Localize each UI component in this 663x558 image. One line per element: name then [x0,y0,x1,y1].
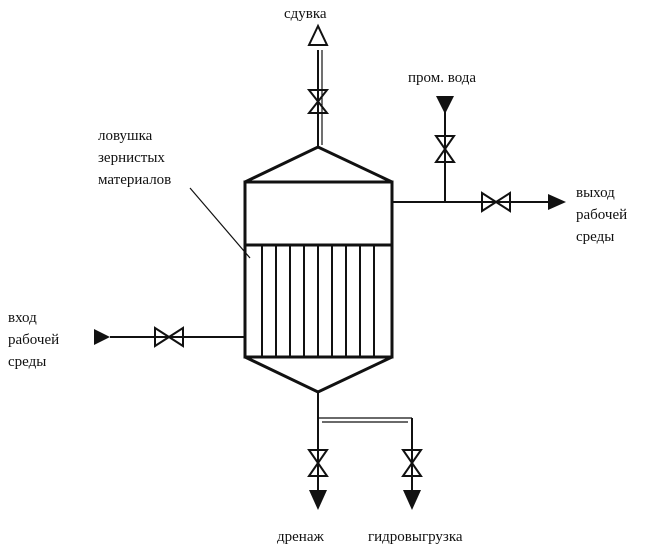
drain-arrow [309,490,327,510]
inlet-line [94,326,245,348]
hydro-unload-label: гидровыгрузка [368,529,463,545]
hydro-unload-valve [401,449,423,477]
vent-label: сдувка [284,6,327,22]
trap-label-line1: ловушка [98,128,153,144]
flush-water-label: пром. вода [408,70,476,86]
hydro-unload-arrow [403,490,421,510]
vessel-bottom-cone [244,355,393,394]
trap-label-line2: зернистых [98,150,165,166]
outlet-line [392,191,566,213]
trap-leader-line [189,187,251,259]
vent-line [306,23,330,147]
vessel-top-cone [244,145,393,184]
inlet-arrow [94,329,110,345]
inlet-label-line1: вход [8,310,37,326]
flush-water-line [434,96,456,202]
filter-element [261,244,375,358]
outlet-valve [481,191,511,213]
outlet-arrow [548,194,566,210]
inlet-valve [154,326,184,348]
inlet-label-line2: рабочей [8,332,59,348]
flush-water-valve [434,135,456,163]
inlet-label-line3: среды [8,354,46,370]
drain-label: дренаж [277,529,324,545]
outlet-label-line1: выход [576,185,615,201]
vent-open-arrow [307,23,329,46]
hydro-unload-line [318,417,423,510]
drain-line [307,392,329,510]
drain-valve [307,449,329,477]
outlet-label-line3: среды [576,229,614,245]
vent-valve [306,89,330,114]
trap-label-line3: материалов [98,172,171,188]
outlet-label-line2: рабочей [576,207,627,223]
flush-water-arrow [436,96,454,114]
